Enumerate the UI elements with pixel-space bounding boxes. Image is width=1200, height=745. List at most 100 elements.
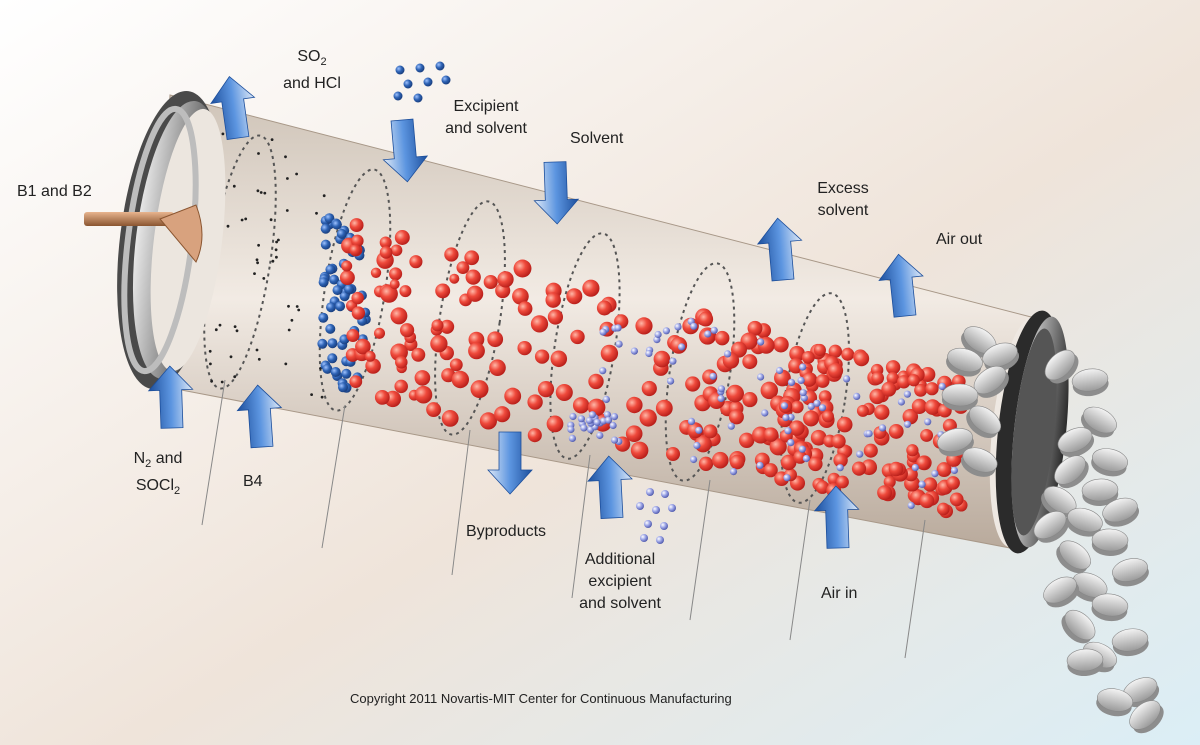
feed-particle [660, 522, 668, 530]
drug-particle [810, 429, 827, 446]
excipient-small-particle [580, 424, 588, 432]
feed-particle [413, 93, 423, 103]
reagent-dot [290, 318, 294, 322]
drug-particle [379, 246, 393, 259]
excipient-small-particle [662, 327, 671, 335]
feed-particle [652, 506, 660, 514]
excipient-particle [327, 353, 338, 364]
feed-particle [403, 79, 413, 89]
drug-particle [390, 244, 403, 257]
excipient-small-particle [799, 389, 807, 397]
reagent-dot [271, 259, 275, 263]
drug-particle [641, 380, 657, 397]
excipient-particle [324, 213, 335, 224]
excipient-small-particle [802, 454, 811, 463]
excipient-small-particle [588, 411, 597, 419]
reagent-dot [233, 375, 237, 379]
drug-particle [949, 492, 964, 507]
drug-particle [920, 428, 934, 442]
feed-particle [661, 490, 669, 498]
drug-particle [582, 279, 600, 297]
particles [317, 213, 972, 519]
label-additional: Additional excipient and solvent [579, 551, 661, 612]
reagent-dot [226, 224, 230, 228]
label-b1-b2: B1 and B2 [17, 183, 92, 200]
drug-particle [494, 406, 511, 423]
excipient-small-particle [911, 464, 919, 472]
excipient-small-particle [853, 392, 861, 400]
drug-particle [409, 255, 423, 269]
excipient-small-particle [807, 402, 815, 410]
drug-particle [470, 380, 489, 399]
drug-particle [836, 416, 853, 433]
tablet [941, 383, 979, 412]
excipient-small-particle [615, 340, 623, 348]
drug-particle [886, 371, 899, 385]
feed-particle-clusters [393, 61, 676, 544]
drug-particle [394, 379, 408, 394]
excipient-particle [341, 368, 352, 379]
drug-particle [712, 451, 729, 469]
excipient-small-particle [756, 461, 764, 469]
excipient-particle [325, 264, 336, 275]
drug-particle [698, 456, 714, 471]
reagent-dot [262, 277, 266, 280]
excipient-small-particle [630, 347, 639, 355]
excipient-particle [332, 285, 343, 296]
excipient-small-particle [669, 357, 677, 365]
drug-particle [351, 234, 364, 248]
drug-particle [517, 340, 532, 356]
drug-particle [897, 375, 911, 389]
tablet [973, 365, 1009, 398]
copyright-notice: Copyright 2011 Novartis-MIT Center for C… [350, 691, 732, 706]
drug-particle [687, 422, 704, 439]
drug-particle [922, 477, 938, 492]
feed-particle [423, 77, 433, 87]
label-b4: B4 [243, 473, 263, 490]
excipient-particle [327, 338, 338, 349]
excipient-small-particle [678, 343, 686, 351]
drug-particle [394, 230, 410, 245]
drug-particle [760, 381, 779, 400]
drug-particle [773, 336, 789, 353]
drug-particle [827, 362, 844, 379]
reagent-dot [297, 308, 301, 312]
excipient-small-particle [577, 415, 586, 423]
reagent-dot [221, 132, 225, 136]
label-excess-solvent: Excess solvent [817, 180, 869, 219]
reagent-dot [210, 379, 214, 383]
drug-particle [545, 292, 561, 308]
drug-particle [946, 476, 960, 490]
drug-particle [801, 350, 815, 364]
reagent-dot [287, 304, 290, 308]
drug-particle [635, 317, 653, 335]
drug-particle [742, 354, 758, 370]
drug-particle [550, 350, 568, 368]
drug-particle [349, 244, 361, 256]
drug-particle [742, 392, 758, 408]
feed-particle [656, 536, 664, 544]
excipient-particle [325, 323, 336, 334]
drug-particle [596, 300, 612, 316]
drug-particle [888, 423, 904, 439]
tablet [1057, 427, 1095, 458]
feed-particle [636, 502, 644, 510]
drug-particle [479, 412, 497, 430]
excipient-small-particle [727, 422, 735, 430]
tablet [1091, 528, 1129, 557]
tablets [937, 326, 1164, 734]
drug-particle [431, 319, 444, 332]
excipient-small-particle [950, 466, 959, 474]
drug-particle [802, 372, 817, 387]
reagent-dot [320, 395, 324, 399]
drug-particle [936, 502, 950, 516]
drug-particle [803, 410, 819, 427]
drug-particle [351, 291, 364, 305]
reagent-dot [275, 255, 278, 259]
drug-particle [389, 279, 400, 290]
excipient-particle [330, 367, 341, 377]
drug-particle [728, 409, 744, 425]
drug-particle [665, 446, 681, 462]
drug-particle [626, 396, 643, 414]
